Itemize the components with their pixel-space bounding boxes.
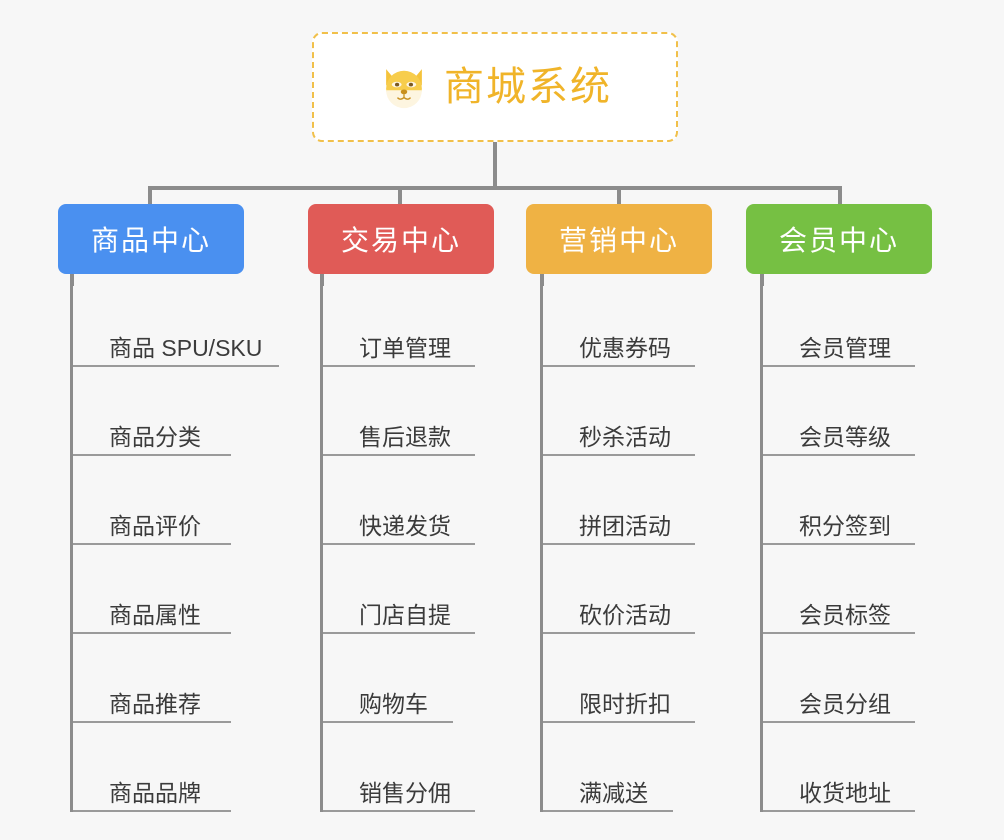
leaf-label: 商品属性 — [109, 602, 201, 629]
leaf-item[interactable]: 售后退款 — [323, 367, 475, 456]
branch-header-3[interactable]: 营销中心 — [526, 204, 712, 274]
shiba-dog-icon — [386, 69, 422, 109]
leaf-underline — [73, 454, 231, 456]
leaf-item[interactable]: 销售分佣 — [323, 723, 475, 812]
leaf-underline — [763, 632, 915, 634]
branch-header-2[interactable]: 交易中心 — [308, 204, 494, 274]
leaf-item[interactable]: 商品分类 — [73, 367, 262, 456]
leaf-item[interactable]: 商品品牌 — [73, 723, 262, 812]
leaf-label: 商品品牌 — [109, 780, 201, 807]
leaf-label: 拼团活动 — [579, 513, 671, 540]
leaf-underline — [73, 632, 231, 634]
leaf-item[interactable]: 会员标签 — [763, 545, 915, 634]
leaf-label: 积分签到 — [799, 513, 891, 540]
leaf-item[interactable]: 商品 SPU/SKU — [73, 278, 279, 367]
leaf-label: 优惠券码 — [579, 335, 671, 362]
leaf-item[interactable]: 会员等级 — [763, 367, 915, 456]
leaf-underline — [543, 810, 673, 812]
leaf-underline — [763, 454, 915, 456]
leaf-underline — [73, 721, 231, 723]
leaf-item[interactable]: 秒杀活动 — [543, 367, 695, 456]
leaf-label: 购物车 — [359, 691, 428, 718]
connector-drop-3 — [617, 186, 621, 204]
leaf-underline — [323, 721, 453, 723]
branch-column-1: 商品 SPU/SKU 商品分类 商品评价 商品属性 商品推荐 商品品牌 — [70, 278, 279, 812]
leaf-label: 砍价活动 — [579, 602, 671, 629]
leaf-underline — [73, 543, 231, 545]
connector-root-stem — [493, 142, 497, 186]
leaf-underline — [323, 365, 475, 367]
leaf-label: 会员等级 — [799, 424, 891, 451]
leaf-item[interactable]: 商品推荐 — [73, 634, 262, 723]
leaf-label: 销售分佣 — [359, 780, 451, 807]
leaf-label: 快递发货 — [359, 513, 451, 540]
leaf-underline — [543, 454, 695, 456]
leaf-label: 收货地址 — [799, 780, 891, 807]
leaf-item[interactable]: 商品评价 — [73, 456, 262, 545]
leaf-underline — [323, 543, 475, 545]
leaf-label: 商品分类 — [109, 424, 201, 451]
leaf-label: 订单管理 — [359, 335, 451, 362]
leaf-item[interactable]: 订单管理 — [323, 278, 475, 367]
leaf-label: 商品评价 — [109, 513, 201, 540]
leaf-label: 门店自提 — [359, 602, 451, 629]
leaf-underline — [543, 365, 695, 367]
root-node[interactable]: 商城系统 — [312, 32, 678, 142]
leaf-item[interactable]: 商品属性 — [73, 545, 262, 634]
leaf-underline — [763, 543, 915, 545]
connector-drop-1 — [148, 186, 152, 204]
leaf-underline — [543, 632, 695, 634]
leaf-underline — [73, 365, 279, 367]
leaf-underline — [543, 721, 695, 723]
branch-column-3: 优惠券码 秒杀活动 拼团活动 砍价活动 限时折扣 满减送 — [540, 278, 695, 812]
leaf-item[interactable]: 购物车 — [323, 634, 453, 723]
connector-drop-4 — [838, 186, 842, 204]
leaf-label: 会员标签 — [799, 602, 891, 629]
leaf-underline — [763, 810, 915, 812]
leaf-item[interactable]: 优惠券码 — [543, 278, 695, 367]
leaf-item[interactable]: 收货地址 — [763, 723, 915, 812]
branch-header-label: 营销中心 — [558, 225, 679, 256]
branch-header-label: 会员中心 — [778, 225, 899, 256]
leaf-item[interactable]: 门店自提 — [323, 545, 475, 634]
branch-header-label: 商品中心 — [90, 225, 211, 256]
connector-horizontal-bus — [148, 186, 842, 190]
branch-column-2: 订单管理 售后退款 快递发货 门店自提 购物车 销售分佣 — [320, 278, 475, 812]
leaf-label: 会员管理 — [799, 335, 891, 362]
connector-drop-2 — [398, 186, 402, 204]
branch-header-label: 交易中心 — [340, 225, 461, 256]
leaf-underline — [763, 365, 915, 367]
leaf-item[interactable]: 会员分组 — [763, 634, 915, 723]
leaf-item[interactable]: 快递发货 — [323, 456, 475, 545]
leaf-item[interactable]: 限时折扣 — [543, 634, 695, 723]
leaf-underline — [543, 543, 695, 545]
leaf-underline — [763, 721, 915, 723]
leaf-underline — [323, 454, 475, 456]
leaf-item[interactable]: 砍价活动 — [543, 545, 695, 634]
leaf-label: 限时折扣 — [579, 691, 671, 718]
branch-column-4: 会员管理 会员等级 积分签到 会员标签 会员分组 收货地址 — [760, 278, 915, 812]
root-title: 商城系统 — [444, 65, 612, 109]
leaf-underline — [323, 632, 475, 634]
leaf-label: 商品推荐 — [109, 691, 201, 718]
leaf-label: 会员分组 — [799, 691, 891, 718]
leaf-label: 商品 SPU/SKU — [109, 335, 263, 362]
leaf-label: 秒杀活动 — [579, 424, 671, 451]
leaf-item[interactable]: 满减送 — [543, 723, 673, 812]
leaf-item[interactable]: 积分签到 — [763, 456, 915, 545]
leaf-underline — [323, 810, 475, 812]
leaf-label: 满减送 — [579, 780, 648, 807]
branch-header-4[interactable]: 会员中心 — [746, 204, 932, 274]
leaf-item[interactable]: 拼团活动 — [543, 456, 695, 545]
leaf-item[interactable]: 会员管理 — [763, 278, 915, 367]
branch-header-1[interactable]: 商品中心 — [58, 204, 244, 274]
leaf-underline — [73, 810, 231, 812]
leaf-label: 售后退款 — [359, 424, 451, 451]
